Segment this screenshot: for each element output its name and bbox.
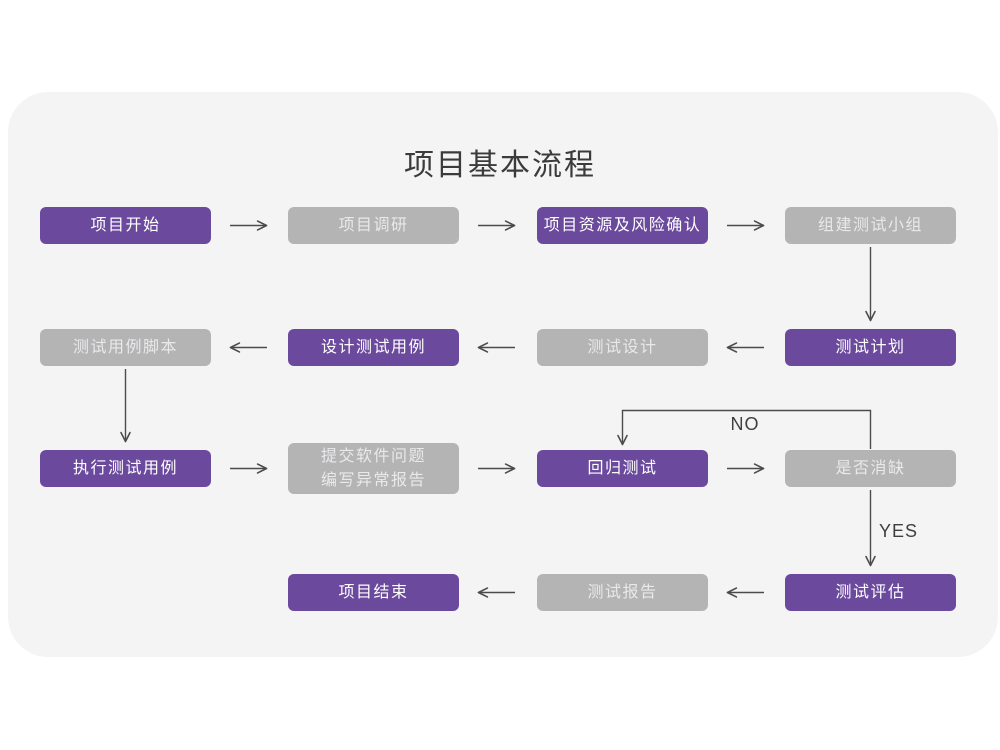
no-branch-label: NO <box>730 414 760 434</box>
node-project-end: 项目结束 <box>288 574 459 611</box>
node-test-report: 测试报告 <box>537 574 708 611</box>
node-defect-cleared-check: 是否消缺 <box>785 450 956 487</box>
node-regression-test: 回归测试 <box>537 450 708 487</box>
flowchart-card <box>8 92 998 657</box>
yes-branch-label: YES <box>879 521 919 541</box>
node-test-plan: 测试计划 <box>785 329 956 366</box>
node-execute-test-cases: 执行测试用例 <box>40 450 211 487</box>
node-project-start: 项目开始 <box>40 207 211 244</box>
node-test-case-script: 测试用例脚本 <box>40 329 211 366</box>
page-title: 项目基本流程 <box>404 149 596 182</box>
node-submit-issue-report: 提交软件问题 编写异常报告 <box>288 443 459 494</box>
node-project-research: 项目调研 <box>288 207 459 244</box>
node-test-evaluation: 测试评估 <box>785 574 956 611</box>
node-design-test-cases: 设计测试用例 <box>288 329 459 366</box>
node-test-design: 测试设计 <box>537 329 708 366</box>
node-resource-risk-confirm: 项目资源及风险确认 <box>537 207 708 244</box>
node-build-test-team: 组建测试小组 <box>785 207 956 244</box>
